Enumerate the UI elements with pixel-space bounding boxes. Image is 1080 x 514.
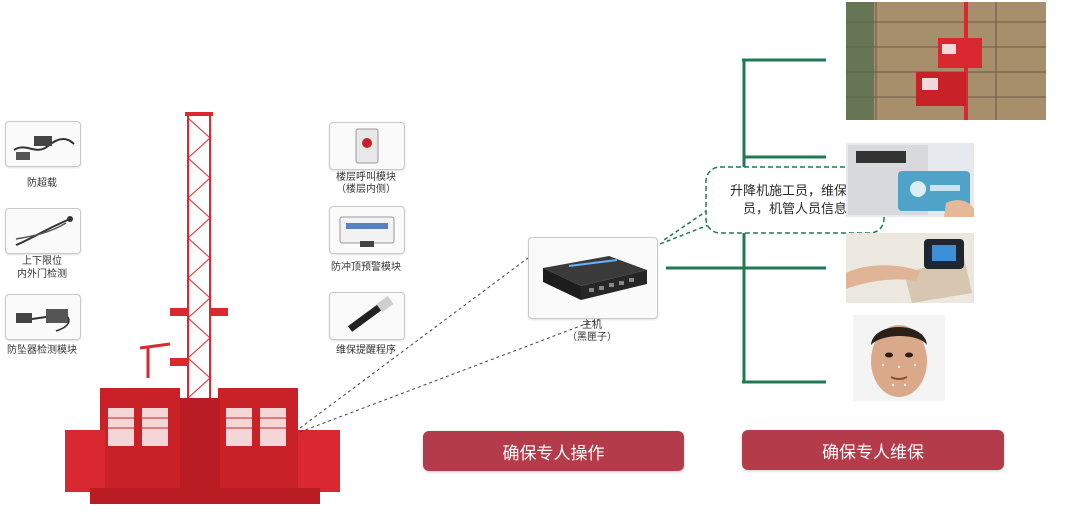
overload-module-label: 防超载	[27, 178, 57, 189]
callout-line2: 员，机管人员信息	[742, 201, 847, 216]
callout-line1: 升降机施工员，维保人	[729, 183, 860, 198]
anti-ceiling-module-icon	[339, 216, 395, 247]
maintenance-program-card	[329, 292, 405, 340]
anti-ceiling-label: 防冲顶预警模块	[331, 262, 401, 273]
usb-dongle-icon	[347, 295, 394, 332]
host-label: 主机	[582, 320, 602, 331]
face-recognition-photo	[853, 315, 945, 401]
construction-elevator-photo	[846, 2, 1046, 120]
black-box-device-icon	[543, 256, 647, 300]
overload-sensor-icon	[13, 136, 75, 160]
limit-module-label: 上下限位	[22, 256, 62, 267]
limit-cable-icon	[15, 216, 73, 246]
floor-call-device-icon	[355, 128, 379, 164]
floor-inside-label: （楼层内侧）	[336, 184, 396, 195]
host-sublabel: （黑匣子）	[567, 332, 617, 343]
limit-door-module-card	[5, 208, 81, 254]
ensure-dedicated-operation-button[interactable]: 确保专人操作	[423, 431, 684, 471]
fall-protector-label: 防坠器检测模块	[7, 345, 77, 356]
floor-call-label: 楼层呼叫模块	[336, 172, 396, 183]
anti-ceiling-module-card	[329, 206, 405, 254]
construction-elevator-illustration	[65, 112, 340, 504]
fall-protector-sensor-icon	[16, 309, 70, 332]
floor-call-module-card	[329, 122, 405, 170]
host-device-card	[528, 237, 658, 319]
fingerprint-reader-photo	[846, 233, 974, 303]
overload-module-card	[5, 121, 81, 167]
door-detection-label: 内外门检测	[17, 269, 67, 280]
maintenance-program-label: 维保提醒程序	[336, 345, 396, 356]
ensure-dedicated-maintenance-button[interactable]: 确保专人维保	[742, 430, 1004, 470]
fall-protector-module-card	[5, 294, 81, 340]
id-card-photo	[846, 143, 974, 217]
